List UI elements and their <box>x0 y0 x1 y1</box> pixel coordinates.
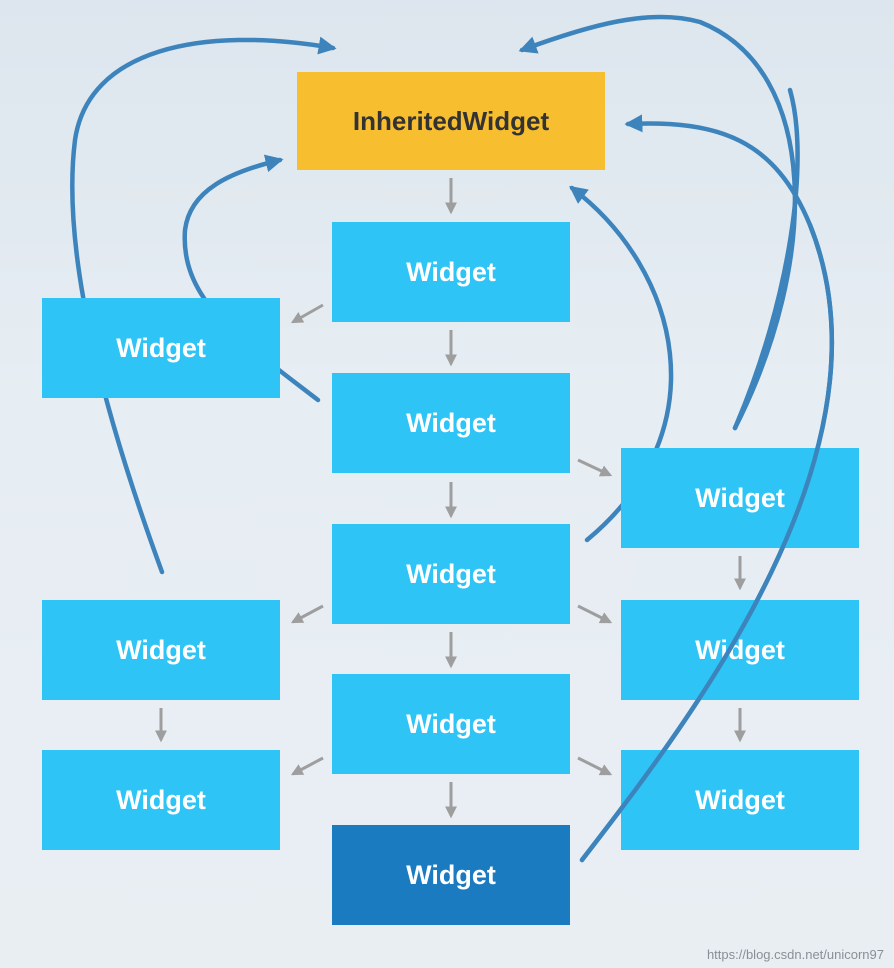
widget-label: Widget <box>116 784 206 815</box>
widget-node-center-3: Widget <box>332 524 570 624</box>
widget-node-center-1: Widget <box>332 222 570 322</box>
widget-node-right-2: Widget <box>621 600 859 700</box>
widget-label: Widget <box>116 332 206 363</box>
widget-label: Widget <box>695 784 785 815</box>
lookup-arrow-from-left-2 <box>70 36 337 575</box>
widget-label: Widget <box>406 558 496 589</box>
widget-label: Widget <box>695 482 785 513</box>
watermark: https://blog.csdn.net/unicorn97 <box>706 947 884 962</box>
arrow-center-3-to-left-2 <box>290 604 324 624</box>
widget-node-left-1: Widget <box>42 298 280 398</box>
arrow-center-4-to-right-3 <box>577 756 613 776</box>
inherited-widget-node: InheritedWidget <box>297 72 605 170</box>
widget-node-center-5-selected: Widget <box>332 825 570 925</box>
widget-label: Widget <box>406 708 496 739</box>
widget-label: Widget <box>406 407 496 438</box>
widget-node-center-4: Widget <box>332 674 570 774</box>
arrow-center-1-to-left-1 <box>290 303 324 324</box>
widget-node-left-2: Widget <box>42 600 280 700</box>
widget-label: Widget <box>406 256 496 287</box>
widget-node-right-3: Widget <box>621 750 859 850</box>
inherited-widget-label: InheritedWidget <box>352 105 550 136</box>
arrow-center-2-to-right-1 <box>577 458 613 477</box>
widget-label: Widget <box>116 634 206 665</box>
widget-label: Widget <box>406 859 496 890</box>
arrow-center-3-to-right-2 <box>577 604 613 624</box>
widget-node-left-3: Widget <box>42 750 280 850</box>
widget-node-right-1: Widget <box>621 448 859 548</box>
widget-label: Widget <box>695 634 785 665</box>
widget-node-center-2: Widget <box>332 373 570 473</box>
arrow-center-4-to-left-3 <box>290 756 324 776</box>
